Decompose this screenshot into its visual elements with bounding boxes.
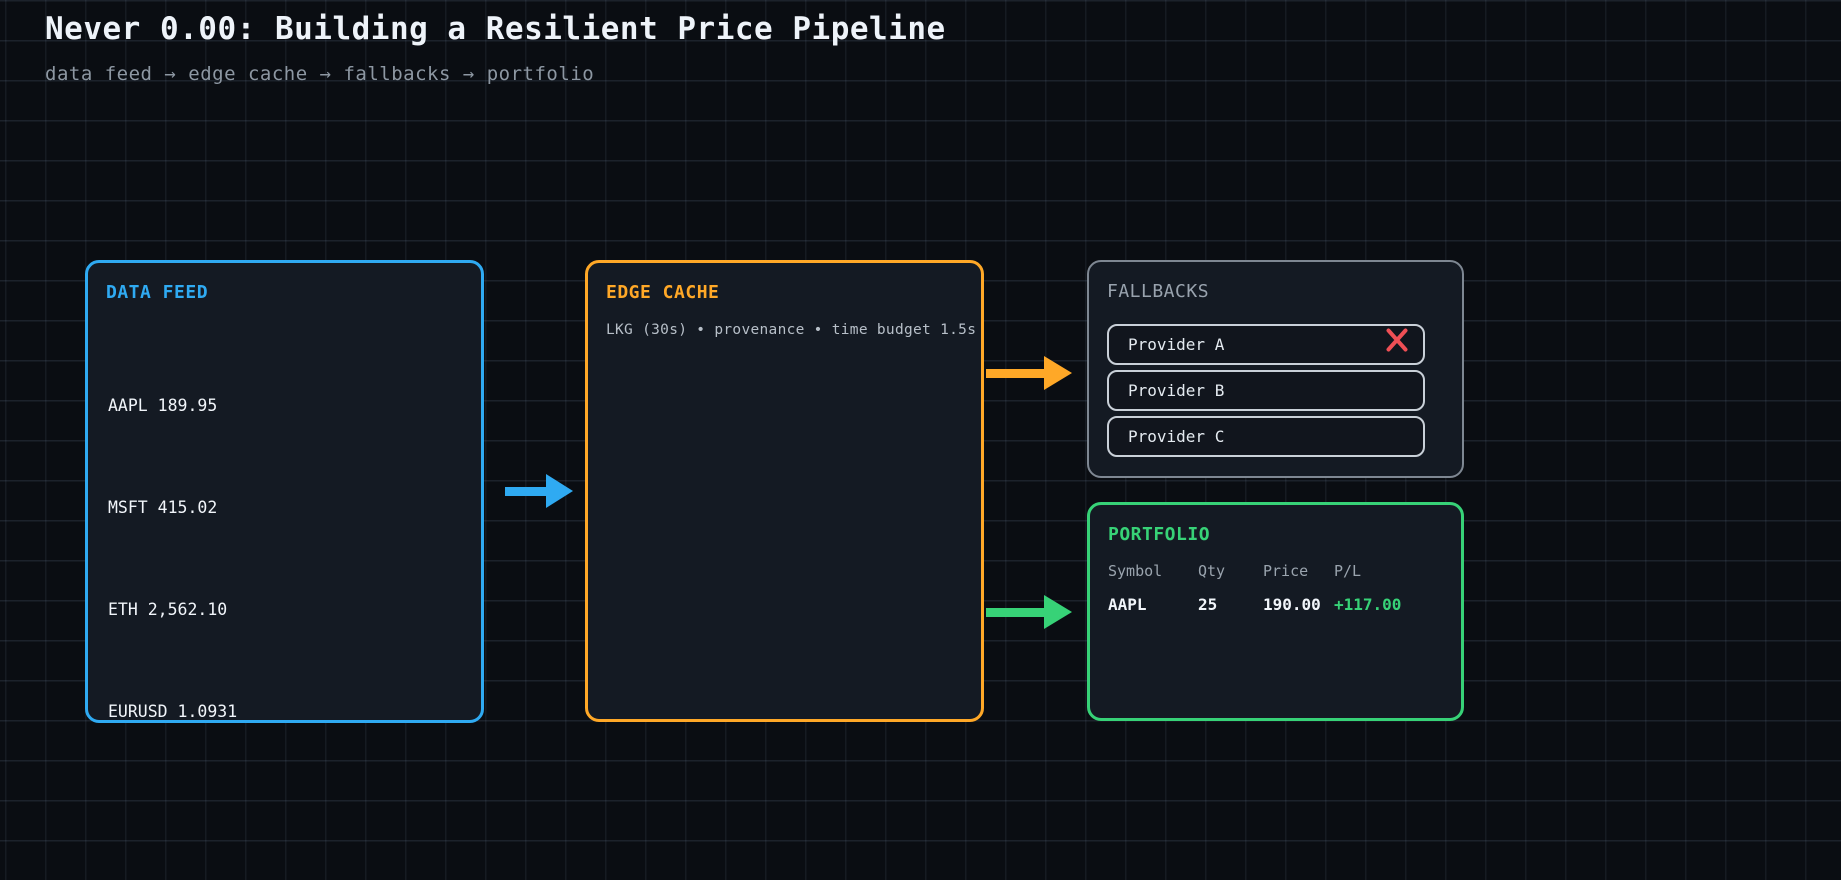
- provider-c-row: Provider C: [1107, 416, 1425, 457]
- arrow-cache-to-portfolio: [986, 595, 1072, 629]
- cell-qty: 25: [1198, 595, 1218, 614]
- edge-cache-meta: LKG (30s) • provenance • time budget 1.5…: [606, 322, 977, 338]
- feed-quote: MSFT 415.02: [108, 498, 218, 517]
- feed-quote: EURUSD 1.0931: [108, 702, 238, 721]
- portfolio-panel: PORTFOLIO Symbol Qty Price P/L AAPL 25 1…: [1087, 502, 1464, 721]
- provider-b-row: Provider B: [1107, 370, 1425, 411]
- data-feed-list: AAPL 189.95 MSFT 415.02 ETH 2,562.10 EUR…: [88, 321, 481, 797]
- provider-a-row: Provider A: [1107, 324, 1425, 365]
- arrow-head-icon: [546, 474, 573, 508]
- cell-price: 190.00: [1263, 595, 1321, 614]
- portfolio-table-header: Symbol Qty Price P/L: [1108, 561, 1461, 581]
- arrow-feed-to-cache: [505, 474, 573, 508]
- edge-cache-panel: EDGE CACHE LKG (30s) • provenance • time…: [585, 260, 984, 722]
- page-subtitle: data feed → edge cache → fallbacks → por…: [45, 63, 595, 85]
- portfolio-title: PORTFOLIO: [1108, 524, 1211, 545]
- provider-list: Provider A Provider B Provider C: [1107, 324, 1425, 457]
- data-feed-panel: DATA FEED AAPL 189.95 MSFT 415.02 ETH 2,…: [85, 260, 484, 723]
- cell-symbol: AAPL: [1108, 595, 1147, 614]
- portfolio-table-row: AAPL 25 190.00 +117.00: [1108, 595, 1461, 615]
- cell-pl: +117.00: [1334, 595, 1402, 614]
- header-qty: Qty: [1198, 562, 1226, 580]
- provider-b-label: Provider B: [1128, 381, 1225, 400]
- arrow-shaft: [505, 486, 546, 496]
- fallbacks-panel: FALLBACKS Provider A Provider B Provider…: [1087, 260, 1464, 478]
- feed-quote: AAPL 189.95: [108, 396, 218, 415]
- provider-c-label: Provider C: [1128, 427, 1225, 446]
- edge-cache-title: EDGE CACHE: [606, 282, 720, 303]
- portfolio-table: Symbol Qty Price P/L AAPL 25 190.00 +117…: [1108, 561, 1461, 615]
- provider-a-label: Provider A: [1128, 335, 1225, 354]
- feed-quote: ETH 2,562.10: [108, 600, 228, 619]
- data-feed-title: DATA FEED: [106, 282, 209, 303]
- header-symbol: Symbol: [1108, 562, 1163, 580]
- fallbacks-title: FALLBACKS: [1107, 281, 1210, 302]
- header-price: Price: [1263, 562, 1309, 580]
- page-title: Never 0.00: Building a Resilient Price P…: [45, 11, 946, 47]
- header-pl: P/L: [1334, 562, 1362, 580]
- arrow-shaft: [986, 607, 1044, 617]
- arrow-head-icon: [1044, 595, 1072, 629]
- red-x-icon: [1386, 328, 1408, 352]
- arrow-cache-to-fallbacks: [986, 356, 1072, 390]
- arrow-shaft: [986, 368, 1044, 378]
- arrow-head-icon: [1044, 356, 1072, 390]
